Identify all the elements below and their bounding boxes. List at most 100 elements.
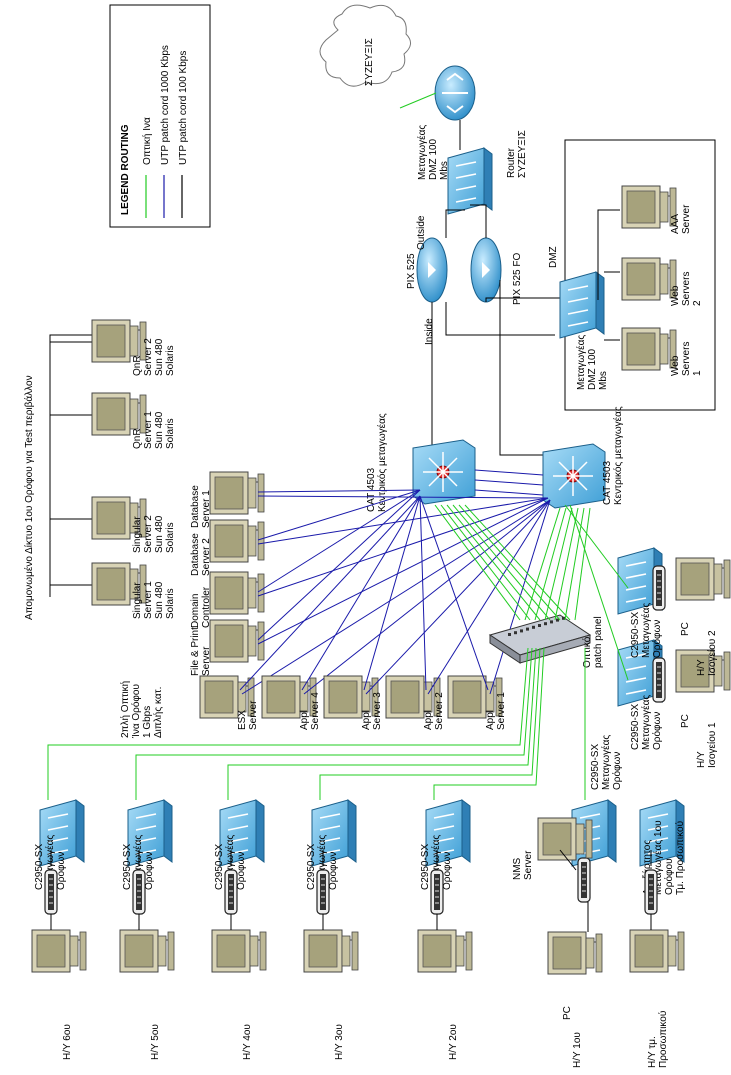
ground-switch-label-1-line: C2950-SX bbox=[630, 612, 641, 658]
farm-server-label-2-line: Database bbox=[190, 533, 201, 576]
cat4503-1-label-line: Κεντρικός μεταγωγέας bbox=[376, 413, 388, 512]
ground-switch-label-1-line: Μεταγωγέας bbox=[640, 603, 652, 658]
floor-uplink-4 bbox=[433, 647, 545, 800]
appl-to-cat2-1 bbox=[303, 499, 551, 695]
dmz-server-icon-1 bbox=[621, 257, 677, 301]
first-floor-pc-small-label: PC bbox=[562, 1006, 573, 1020]
farm-server-label-1-line: Domain bbox=[190, 594, 201, 628]
floor-switch-label-1-line: C2950-SX bbox=[122, 844, 133, 890]
cloud-label-line: ΣΥΖΕΥΞΙΣ bbox=[364, 38, 375, 86]
farm-to-cat1-3 bbox=[257, 489, 421, 493]
appl-to-cat1-3 bbox=[419, 495, 427, 691]
farm-to-cat2-0 bbox=[257, 497, 549, 645]
farm-server-label-2-line: Server 2 bbox=[201, 538, 212, 576]
dmz-server-label-0-line: Web bbox=[670, 355, 681, 376]
personnel-nic-icon bbox=[644, 869, 658, 915]
pix-outside-label: Outside bbox=[416, 215, 427, 250]
personnel-switch-label-line: Ορόφου bbox=[663, 858, 675, 895]
patch-panel-label-line: patch panel bbox=[593, 616, 604, 668]
ground-pc-small-label-0-line: PC bbox=[680, 714, 691, 728]
ground-pc-label-0-line: H/Y bbox=[696, 751, 707, 768]
personnel-switch-label-line: Τμ. Προσωπικού bbox=[674, 821, 686, 895]
appl-server-label-0-line: ESX bbox=[237, 710, 248, 730]
personnel-pc-label-line: H/Y τμ. bbox=[647, 1036, 658, 1068]
appl-to-cat1-0 bbox=[239, 495, 421, 691]
test-server-label-3-line: Sun 480 bbox=[154, 338, 165, 376]
dmz-server-label-2-line: AAA bbox=[670, 214, 681, 234]
floor-uplink-0 bbox=[47, 647, 529, 800]
farm-to-cat2-2 bbox=[257, 497, 549, 545]
appl-server-label-3-line: Server 2 bbox=[434, 692, 445, 730]
floor-pc-label-2-line: H/Y 4ου bbox=[242, 1024, 253, 1060]
cloud-icon bbox=[319, 4, 411, 87]
floor-switch-label-3-line: Ορόφων bbox=[327, 852, 339, 890]
legend-item-1-line: UTP patch cord 1000 Kbps bbox=[160, 45, 171, 165]
appl-to-cat1-1 bbox=[301, 495, 421, 691]
floor-uplink-3 bbox=[319, 647, 541, 800]
patch-panel-icon bbox=[488, 614, 592, 664]
legend-title-line: LEGEND ROUTING bbox=[120, 124, 131, 215]
floor-switch-label-0-line: C2950-SX bbox=[34, 844, 45, 890]
test-server-label-0-line: Solaris bbox=[165, 588, 176, 619]
pix-525-label-line: PIX 525 bbox=[406, 253, 417, 289]
appl-server-label-2-line: Server 3 bbox=[372, 692, 383, 730]
pix2-dmz-link bbox=[485, 297, 560, 302]
ground-pc-small-label-1: PC bbox=[680, 622, 691, 636]
patch-to-cat2-2 bbox=[544, 507, 573, 621]
floor-pc-label-4-line: H/Y 2ου bbox=[448, 1024, 459, 1060]
floor-switch-label-0-line: Ορόφων bbox=[55, 852, 67, 890]
farm-server-label-3-line: Server 1 bbox=[201, 490, 212, 528]
dmz-box bbox=[564, 139, 716, 411]
cat-interlink-2 bbox=[474, 479, 544, 486]
test-server-label-0-line: Singular bbox=[132, 582, 143, 619]
test-server-label-2-line: Solaris bbox=[165, 418, 176, 449]
floor-switch-label-4-line: Ορόφων bbox=[441, 852, 453, 890]
dmz-top-switch-icon bbox=[447, 147, 493, 215]
first-floor-switch-label-line: Μεταγωγέας bbox=[600, 735, 612, 790]
first-floor-pc-label: H/Y 1ου bbox=[572, 1032, 583, 1068]
farm-server-icon-3 bbox=[209, 471, 265, 515]
floor-switch-label-2-line: C2950-SX bbox=[214, 844, 225, 890]
dmz-top-switch-label-line: Μεταγωγέας bbox=[416, 125, 428, 180]
legend-box bbox=[109, 4, 211, 228]
appl-server-label-1-line: Appl bbox=[299, 710, 310, 730]
appl-to-cat2-3 bbox=[427, 499, 551, 695]
ground-pc-icon-1 bbox=[675, 557, 731, 601]
dmz-switch-icon bbox=[559, 271, 605, 339]
patch-to-cat1-2 bbox=[446, 504, 541, 621]
first-floor-pc-small-label-line: PC bbox=[562, 1006, 573, 1020]
floor-uplink-1 bbox=[135, 647, 533, 800]
floor-pc-icon-1 bbox=[119, 929, 175, 973]
test-server-label-3-line: Server 2 bbox=[143, 338, 154, 376]
first-floor-pc-label-line: H/Y 1ου bbox=[572, 1032, 583, 1068]
dmz-top-switch-label-line: Mbs bbox=[439, 161, 450, 180]
farm-server-icon-0 bbox=[209, 619, 265, 663]
test-server-label-1-line: Sun 480 bbox=[154, 515, 165, 553]
cat4503-2-label-line: CAT 4503 bbox=[602, 460, 613, 505]
patch-to-cat1-0 bbox=[434, 504, 521, 621]
first-floor-switch-label-line: Ορόφων bbox=[611, 752, 623, 790]
floor-pc-icon-4 bbox=[417, 929, 473, 973]
appl-server-label-1-line: Server 4 bbox=[310, 692, 321, 730]
ground-nic-icon-1 bbox=[652, 565, 666, 611]
appl-server-label-4-line: Server 1 bbox=[496, 692, 507, 730]
legend-item-1: UTP patch cord 1000 Kbps bbox=[160, 45, 171, 165]
floor-nic-icon-3 bbox=[316, 869, 330, 915]
dmz-switch-aaa-link bbox=[597, 209, 620, 300]
dmz-server-label-1-line: Servers bbox=[681, 272, 692, 306]
pix-outside-link bbox=[445, 209, 465, 238]
legend-item-0: Οπτική Ινα bbox=[141, 117, 153, 165]
pix-525-fo-label: PIX 525 FO bbox=[512, 253, 523, 305]
